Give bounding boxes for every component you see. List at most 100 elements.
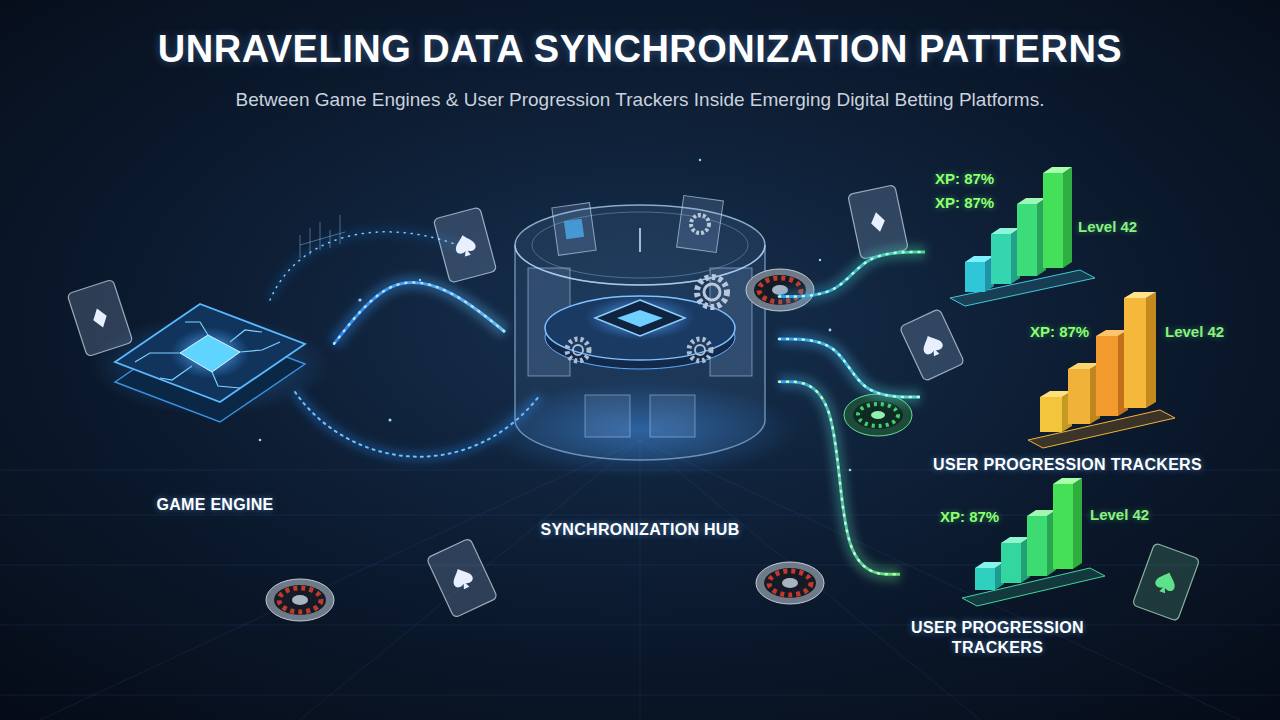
card-face (1132, 543, 1200, 621)
game-engine-node: GAME ENGINE (100, 285, 334, 520)
card-face (433, 207, 496, 283)
floor-grid (0, 440, 1280, 720)
data-tick (300, 232, 345, 245)
data-stream (779, 252, 925, 297)
sync-hub-node: SYNCHRONIZATION HUB (505, 190, 779, 545)
data-tick (300, 235, 301, 258)
node-label: USER PROGRESSION TRACKERS (900, 618, 1095, 658)
bar-front (1043, 173, 1063, 268)
node-label: USER PROGRESSION TRACKERS (920, 455, 1215, 475)
bar-chart (950, 167, 1095, 306)
grid-line (300, 440, 640, 720)
text-slot: XP: 87% (1030, 323, 1089, 341)
wheel-pockets (279, 588, 321, 612)
gear-teeth (689, 339, 711, 361)
level-value: Level 42 (1078, 218, 1137, 236)
stream-particles (334, 282, 505, 343)
grid-line (40, 440, 640, 720)
bar-top (1017, 198, 1046, 204)
text-slot: GAME ENGINE (100, 495, 330, 515)
wheel-bowl (274, 585, 326, 615)
hub-core-glow (585, 296, 695, 340)
bar-front (965, 262, 985, 292)
stream-core (779, 382, 900, 575)
level-value: Level 42 (1090, 506, 1149, 524)
data-tick (340, 215, 341, 244)
card-face (899, 309, 964, 382)
wheel-bowl (764, 568, 816, 598)
chip-core (180, 335, 240, 372)
gear (567, 339, 589, 361)
text-slot: XP: 87% (935, 194, 994, 212)
bar-front (1027, 516, 1047, 576)
gear-teeth (697, 277, 727, 307)
bar-chart (962, 478, 1105, 606)
sparkle (699, 159, 701, 161)
data-tick (330, 230, 331, 248)
playing-card (67, 279, 133, 357)
bar-side (1146, 292, 1156, 408)
card-face (67, 279, 133, 357)
wheel-pockets (769, 571, 811, 595)
bar-top (1068, 363, 1100, 369)
card-face (426, 538, 497, 618)
bar-top (965, 256, 994, 262)
screen-gear-icon (691, 215, 709, 233)
playing-card (1132, 543, 1200, 621)
xp-value: XP: 87% (1030, 323, 1089, 341)
progress-tracker: XP: 87%XP: 87%Level 42 (925, 168, 1141, 308)
bar-top (1043, 167, 1072, 173)
floating-screen (677, 195, 724, 252)
data-ticks (300, 215, 345, 258)
stream-glow (779, 382, 900, 575)
bar-front (1124, 298, 1146, 408)
grid-line (640, 440, 641, 720)
spade-suit (1153, 569, 1179, 596)
wheel-hub (292, 595, 308, 605)
gear-hub (573, 345, 583, 355)
stream-glow (334, 282, 505, 343)
text-slot: USER PROGRESSION TRACKERS (900, 618, 1095, 658)
gear-hub (704, 284, 720, 300)
level-value: Level 42 (1165, 323, 1224, 341)
progress-tracker: XP: 87% Level 42 USER PROGRESSION TRACKERS (920, 315, 1228, 479)
playing-card (899, 309, 964, 382)
sparkle (849, 469, 852, 472)
sparkles (259, 159, 852, 472)
sparkle (259, 439, 262, 442)
hub-antenna (639, 228, 641, 252)
text-slot: XP: 87% (940, 508, 999, 526)
wheel-pockets (858, 404, 898, 426)
stream-particles (779, 252, 925, 297)
data-tick (320, 222, 321, 250)
stream-particles (779, 382, 900, 575)
chip-traces (135, 322, 280, 388)
bar-front (1040, 397, 1062, 432)
core-glow (170, 327, 250, 379)
bar-top (1053, 478, 1082, 484)
gear (689, 339, 711, 361)
hub-panel (585, 395, 630, 437)
roulette-wheel (756, 562, 824, 604)
bar-front (1053, 484, 1073, 569)
wheel-rim (756, 562, 824, 604)
bar-top (1040, 391, 1072, 397)
heading-slot: UNRAVELING DATA SYNCHRONIZATION PATTERNS (0, 26, 1280, 72)
stream-core (334, 282, 505, 343)
stream-glow (779, 252, 925, 297)
node-label: SYNCHRONIZATION HUB (505, 520, 775, 540)
chip-top (115, 304, 305, 402)
sparkle (389, 419, 392, 422)
bar-chart (1028, 292, 1175, 448)
hub-chip (595, 300, 685, 336)
hub-panel (650, 395, 695, 437)
wheel-hub (871, 411, 885, 419)
stream-core (779, 252, 925, 297)
wheel-bowl (853, 401, 903, 429)
bar-top (1096, 330, 1128, 336)
xp-value: XP: 87% (940, 508, 999, 526)
heading-slot: Between Game Engines & User Progression … (0, 88, 1280, 112)
screen-chip-icon (564, 219, 584, 239)
